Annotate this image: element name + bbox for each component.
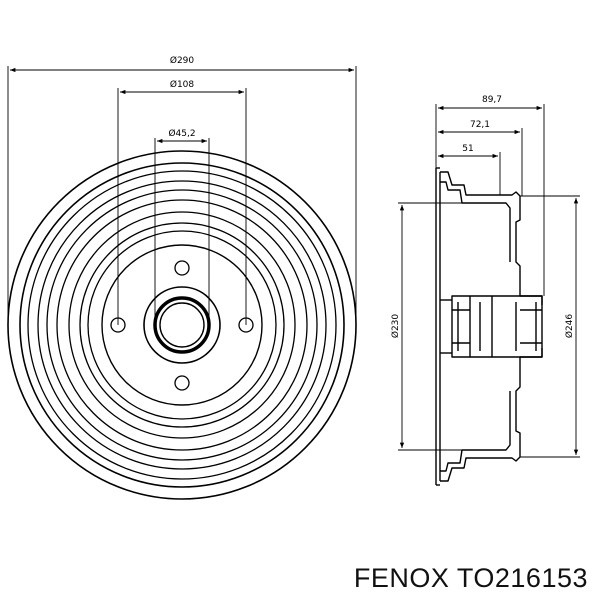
drum-profile-bottom <box>440 348 543 482</box>
dim-label-outer: Ø290 <box>170 55 195 66</box>
dim-label-depth-hub: 51 <box>462 144 473 154</box>
drum-profile-top <box>440 171 543 305</box>
front-dimensions <box>7 66 357 325</box>
dim-label-flange-diameter: Ø246 <box>564 314 575 339</box>
part-number-caption: FENOX TO216153 <box>353 563 588 593</box>
front-view <box>7 150 357 500</box>
side-dimensions <box>398 104 580 458</box>
drum-ring <box>46 189 318 461</box>
drum-ring <box>68 211 296 439</box>
bore-outer <box>153 296 211 354</box>
dim-label-depth-mid: 72,1 <box>470 120 490 130</box>
hub-section <box>451 295 543 358</box>
bolt-hole <box>174 375 190 391</box>
dim-label-depth-total: 89,7 <box>482 95 502 105</box>
drum-outer-ring <box>7 150 357 500</box>
dim-label-bolt-circle: Ø108 <box>170 79 195 90</box>
drum-ring <box>87 230 277 420</box>
dim-label-bore: Ø45,2 <box>168 128 195 139</box>
bore-inner <box>159 302 205 348</box>
drum-ring <box>27 170 337 480</box>
drum-ring <box>37 180 327 470</box>
side-view <box>435 167 543 486</box>
drum-ring <box>56 199 308 451</box>
dim-label-inner-diameter: Ø230 <box>390 314 401 339</box>
hub-ring <box>101 244 263 406</box>
bolt-hole <box>174 260 190 276</box>
drum-ring <box>79 222 285 428</box>
hub-boss <box>143 286 221 364</box>
drum-ring <box>19 162 345 488</box>
